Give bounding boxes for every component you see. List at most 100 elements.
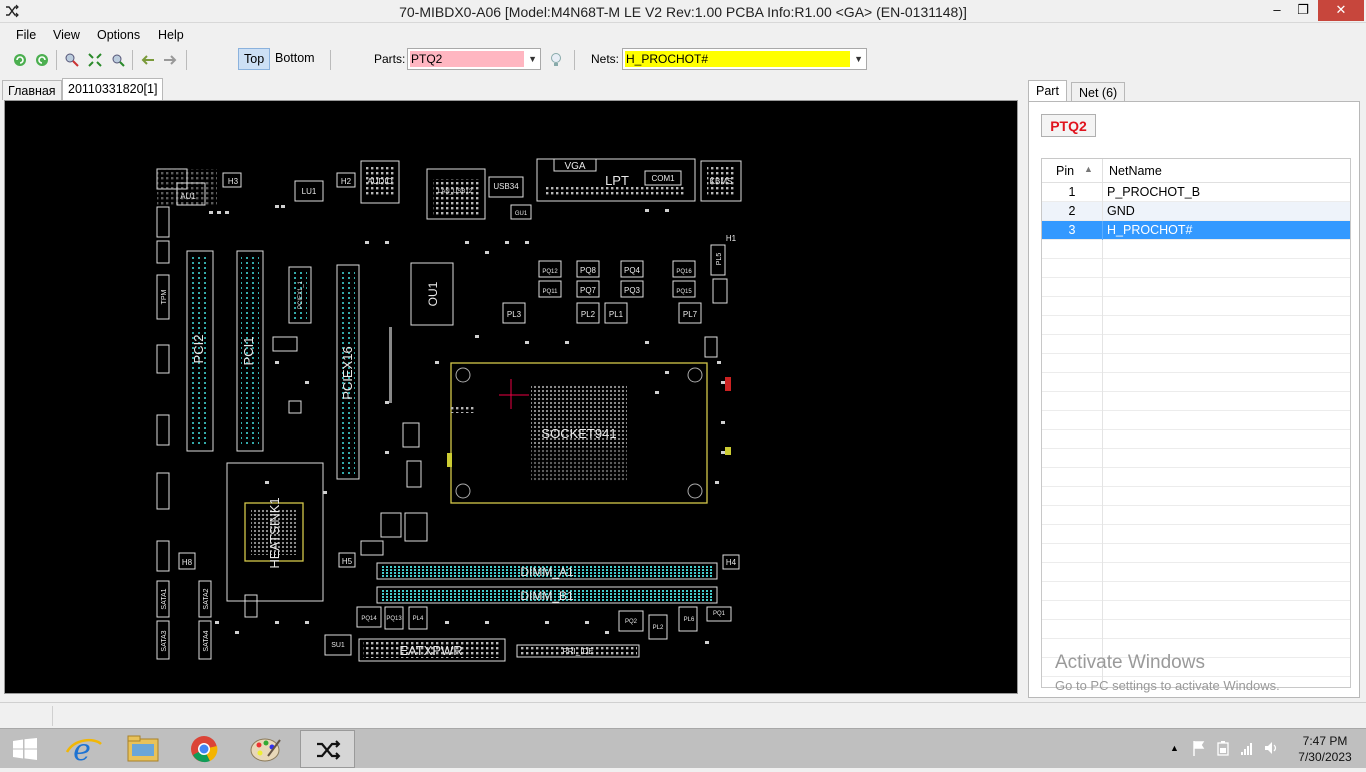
table-row[interactable]: 1 P_PROCHOT_B bbox=[1042, 183, 1350, 202]
menu-file[interactable]: File bbox=[16, 28, 37, 42]
tray-expand-icon[interactable]: ▲ bbox=[1170, 743, 1179, 753]
status-bar bbox=[0, 702, 1366, 728]
table-row-selected[interactable]: 3 H_PROCHOT# bbox=[1042, 221, 1350, 240]
zoom-out-icon[interactable] bbox=[64, 52, 80, 68]
taskbar-chrome[interactable] bbox=[177, 730, 232, 768]
refresh-back-icon[interactable] bbox=[12, 52, 28, 68]
taskbar-file-explorer[interactable] bbox=[115, 730, 170, 768]
taskbar-ie[interactable]: e bbox=[55, 730, 110, 768]
fit-screen-icon[interactable] bbox=[87, 52, 103, 68]
pin-table-header: Pin ▲ NetName bbox=[1042, 159, 1350, 183]
board-label: H1 bbox=[726, 234, 737, 243]
board-label: DIMM_B1 bbox=[520, 589, 574, 603]
table-row[interactable]: 2 GND bbox=[1042, 202, 1350, 221]
close-button[interactable]: ✕ bbox=[1318, 0, 1364, 21]
arrow-left-icon[interactable] bbox=[140, 52, 156, 68]
board-label: PRI_IDE bbox=[562, 647, 593, 656]
menu-options[interactable]: Options bbox=[97, 28, 141, 42]
battery-icon[interactable] bbox=[1216, 740, 1230, 756]
row-net: P_PROCHOT_B bbox=[1107, 185, 1201, 199]
part-info-panel: Part Net (6) PTQ2 Pin ▲ NetName 1 P_PROC… bbox=[1028, 80, 1360, 698]
board-label: SATA3 bbox=[161, 630, 168, 651]
tab-home[interactable]: Главная bbox=[2, 80, 62, 100]
empty-rows bbox=[1042, 240, 1350, 687]
board-label: LPT bbox=[605, 173, 629, 188]
row-pin: 2 bbox=[1068, 204, 1076, 218]
part-name-badge: PTQ2 bbox=[1041, 114, 1096, 137]
board-label: SU1 bbox=[331, 642, 345, 649]
taskbar-boardviewer[interactable] bbox=[300, 730, 355, 768]
maximize-button[interactable]: ❐ bbox=[1297, 2, 1309, 17]
taskbar-paint[interactable] bbox=[238, 730, 293, 768]
internet-explorer-icon: e bbox=[65, 733, 102, 768]
clock-time: 7:47 PM bbox=[1302, 734, 1348, 748]
toolbar: Top Bottom Parts: PTQ2 ▼ Nets: H_PROCHOT… bbox=[0, 46, 1366, 74]
parts-label: Parts: bbox=[374, 52, 406, 66]
volume-icon[interactable] bbox=[1264, 740, 1278, 756]
board-label: PL3 bbox=[507, 310, 522, 319]
row-net: GND bbox=[1107, 204, 1135, 218]
chevron-down-icon[interactable]: ▼ bbox=[854, 54, 863, 64]
title-bar: 70-MIBDX0-A06 [Model:M4N68T-M LE V2 Rev:… bbox=[0, 0, 1366, 23]
paint-palette-icon bbox=[250, 738, 281, 762]
board-label: HEATSINK1 bbox=[267, 497, 282, 568]
network-signal-icon[interactable] bbox=[1240, 740, 1254, 756]
column-header-netname[interactable]: NetName bbox=[1109, 164, 1162, 178]
refresh-forward-icon[interactable] bbox=[34, 52, 50, 68]
board-label: AU1 bbox=[180, 192, 196, 201]
pin-table[interactable]: Pin ▲ NetName 1 P_PROCHOT_B 2 GND 3 H_PR… bbox=[1041, 158, 1351, 688]
tab-part[interactable]: Part bbox=[1028, 80, 1067, 102]
board-label: SOCKET941 bbox=[541, 426, 616, 441]
zoom-in-icon[interactable] bbox=[110, 52, 126, 68]
minimize-button[interactable]: – bbox=[1273, 2, 1281, 17]
board-label: PQ2 bbox=[625, 619, 638, 625]
row-pin: 3 bbox=[1068, 223, 1076, 237]
lightbulb-icon[interactable] bbox=[548, 52, 564, 68]
nets-combo[interactable]: H_PROCHOT# ▼ bbox=[622, 48, 867, 70]
column-header-pin[interactable]: Pin bbox=[1056, 164, 1075, 178]
board-label: KBMS bbox=[710, 177, 733, 186]
windows-start-icon[interactable] bbox=[12, 738, 38, 760]
part-panel-body: PTQ2 Pin ▲ NetName 1 P_PROCHOT_B 2 GND 3… bbox=[1028, 101, 1360, 698]
tab-board-file[interactable]: 20110331820[1] bbox=[62, 78, 164, 100]
app-shuffle-icon bbox=[6, 4, 19, 18]
board-label: PCI1 bbox=[241, 337, 256, 366]
board-label: PQ1 bbox=[713, 611, 726, 617]
parts-value: PTQ2 bbox=[410, 51, 524, 67]
board-label: VGA bbox=[564, 161, 585, 172]
parts-combo[interactable]: PTQ2 ▼ bbox=[407, 48, 541, 70]
board-viewer[interactable]: AU1 H3 LU1 H2 AUDIO LAN_USB12 USB34 VGA … bbox=[4, 100, 1018, 694]
board-label: AUDIO bbox=[367, 177, 392, 186]
board-canvas[interactable]: AU1 H3 LU1 H2 AUDIO LAN_USB12 USB34 VGA … bbox=[5, 101, 1017, 693]
row-net: H_PROCHOT# bbox=[1107, 223, 1193, 237]
board-label: LU1 bbox=[302, 187, 317, 196]
board-label: PL5 bbox=[716, 253, 723, 266]
arrow-right-icon[interactable] bbox=[162, 52, 178, 68]
board-label: PL6 bbox=[684, 617, 695, 623]
menu-bar: File View Options Help bbox=[0, 24, 1366, 46]
board-label: LAN_USB12 bbox=[438, 189, 473, 195]
side-top-toggle[interactable]: Top bbox=[238, 48, 271, 70]
nets-value: H_PROCHOT# bbox=[625, 51, 850, 67]
side-bottom-toggle[interactable]: Bottom bbox=[275, 51, 315, 65]
chevron-down-icon[interactable]: ▼ bbox=[528, 54, 537, 64]
board-label: PQ8 bbox=[580, 266, 597, 275]
board-label: SATA2 bbox=[203, 588, 210, 609]
menu-help[interactable]: Help bbox=[158, 28, 184, 42]
board-label: PQ4 bbox=[624, 266, 641, 275]
taskbar-clock[interactable]: 7:47 PM 7/30/2023 bbox=[1290, 733, 1360, 765]
menu-view[interactable]: View bbox=[53, 28, 80, 42]
board-label: OU1 bbox=[426, 281, 440, 306]
board-label: PQ12 bbox=[542, 269, 558, 275]
action-center-flag-icon[interactable] bbox=[1192, 740, 1206, 756]
board-label: H8 bbox=[182, 558, 193, 567]
board-label: H2 bbox=[341, 177, 352, 186]
board-label: SATA1 bbox=[161, 588, 168, 609]
board-label: EATXPWR bbox=[399, 643, 462, 658]
taskbar: e ▲ 7:47 bbox=[0, 728, 1366, 768]
tab-net[interactable]: Net (6) bbox=[1071, 82, 1126, 102]
board-label: PQ16 bbox=[676, 269, 692, 275]
board-label: PL4 bbox=[413, 616, 424, 622]
sort-ascending-icon[interactable]: ▲ bbox=[1084, 164, 1093, 174]
board-label: H5 bbox=[342, 557, 353, 566]
